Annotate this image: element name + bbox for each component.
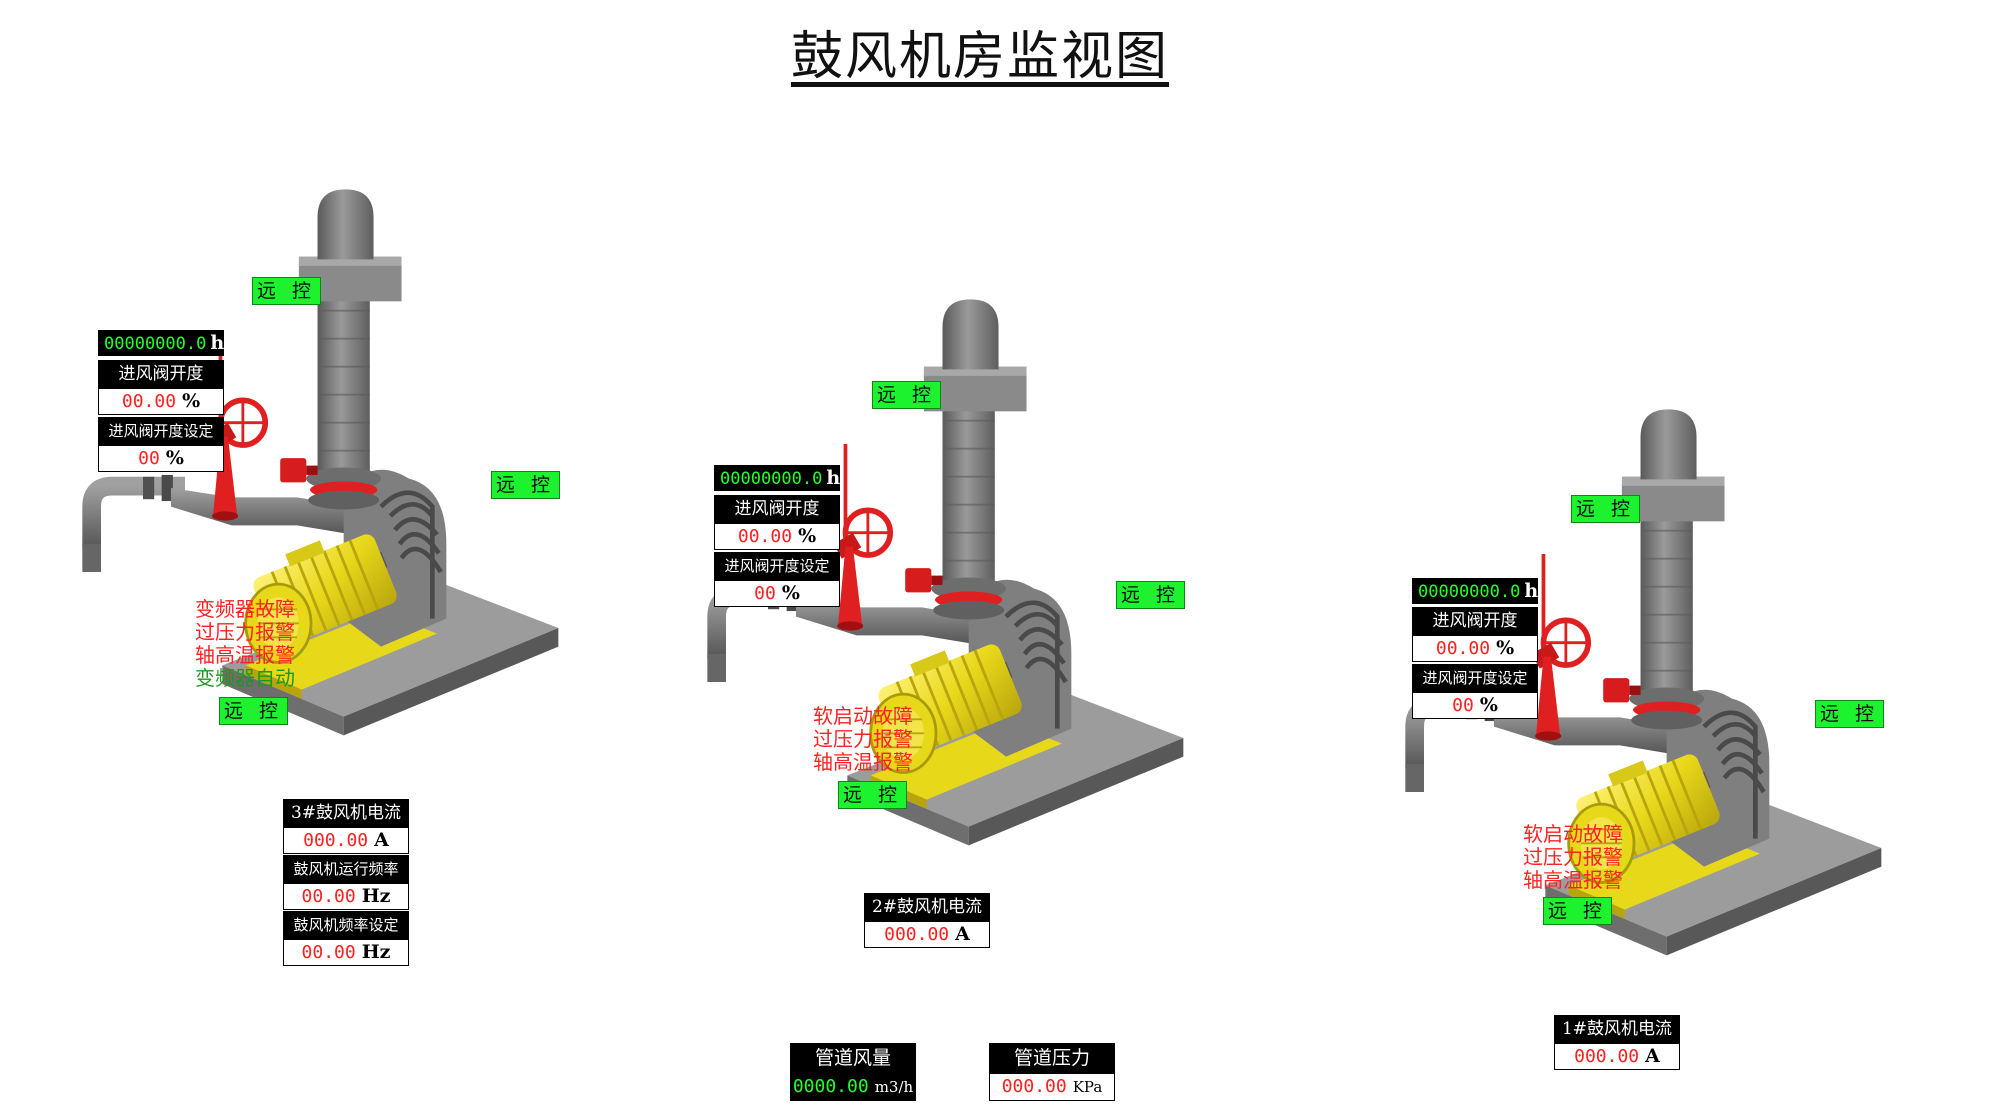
blower-2-valve-setpoint-value[interactable]: 00% bbox=[714, 580, 840, 607]
blower-2-valve-remote-tag: 远 控 bbox=[872, 381, 942, 409]
blower-1-valve-setpoint-panel[interactable]: 进风阀开度设定 00% bbox=[1412, 664, 1538, 719]
blower-3-alarm-item: 轴高温报警 bbox=[195, 643, 295, 667]
blower-3-motor-remote-tag: 远 控 bbox=[219, 697, 289, 725]
blower-1-valve-setpoint-label: 进风阀开度设定 bbox=[1412, 664, 1538, 692]
blower-1-alarm-item: 轴高温报警 bbox=[1523, 868, 1623, 892]
blower-1-valve-opening-label: 进风阀开度 bbox=[1412, 607, 1538, 635]
blower-3-current-label: 3#鼓风机电流 bbox=[283, 799, 409, 827]
blower-3-frequency-setpoint-label: 鼓风机频率设定 bbox=[283, 911, 409, 939]
blower-3-valve-remote-tag: 远 控 bbox=[252, 277, 322, 305]
blower-1-current-label: 1#鼓风机电流 bbox=[1554, 1015, 1680, 1043]
blower-1-alarm-item: 软启动故障 bbox=[1523, 822, 1623, 846]
blower-1-outlet-remote-tag: 远 控 bbox=[1815, 700, 1885, 728]
blower-3-status: 变频器自动 bbox=[195, 666, 295, 690]
blower-2-alarm-list: 软启动故障 过压力报警 轴高温报警 bbox=[813, 705, 913, 774]
blower-2-motor-remote-tag: 远 控 bbox=[838, 781, 908, 809]
blower-3-valve-setpoint-panel[interactable]: 进风阀开度设定 00% bbox=[98, 417, 224, 472]
blower-1-valve-remote-tag: 远 控 bbox=[1571, 495, 1641, 523]
blower-3-alarm-item: 变频器故障 bbox=[195, 597, 295, 621]
blower-2-valve-opening-panel: 进风阀开度 00.00% bbox=[714, 495, 840, 550]
blower-3-valve-opening-value: 00.00% bbox=[98, 388, 224, 415]
blower-3-valve-setpoint-label: 进风阀开度设定 bbox=[98, 417, 224, 445]
blower-2-alarm-item: 轴高温报警 bbox=[813, 750, 913, 774]
blower-1-motor-remote-tag: 远 控 bbox=[1543, 897, 1613, 925]
blower-3-alarm-item: 过压力报警 bbox=[195, 620, 295, 644]
blower-2-valve-opening-label: 进风阀开度 bbox=[714, 495, 840, 523]
blower-2-current-label: 2#鼓风机电流 bbox=[864, 893, 990, 921]
blower-2-outlet-remote-tag: 远 控 bbox=[1116, 581, 1186, 609]
pipe-flow-label: 管道风量 bbox=[790, 1043, 916, 1073]
blower-1-alarm-item: 过压力报警 bbox=[1523, 845, 1623, 869]
blower-1-valve-opening-panel: 进风阀开度 00.00% bbox=[1412, 607, 1538, 662]
blower-3-alarm-list: 变频器故障 过压力报警 轴高温报警 变频器自动 bbox=[195, 598, 295, 690]
pipe-pressure-label: 管道压力 bbox=[989, 1043, 1115, 1073]
blower-3-valve-opening-panel: 进风阀开度 00.00% bbox=[98, 360, 224, 415]
blower-3-valve-setpoint-value[interactable]: 00% bbox=[98, 445, 224, 472]
blower-2-alarm-item: 软启动故障 bbox=[813, 704, 913, 728]
blower-2-valve-setpoint-panel[interactable]: 进风阀开度设定 00% bbox=[714, 552, 840, 607]
blower-3-frequency-label: 鼓风机运行频率 bbox=[283, 855, 409, 883]
blower-3-outlet-remote-tag: 远 控 bbox=[491, 471, 561, 499]
page-title: 鼓风机房监视图 bbox=[790, 27, 1169, 87]
blower-2-alarm-item: 过压力报警 bbox=[813, 727, 913, 751]
blower-1-valve-opening-value: 00.00% bbox=[1412, 635, 1538, 662]
blower-1-alarm-list: 软启动故障 过压力报警 轴高温报警 bbox=[1523, 823, 1623, 892]
blower-2-valve-setpoint-label: 进风阀开度设定 bbox=[714, 552, 840, 580]
blower-1-valve-setpoint-value[interactable]: 00% bbox=[1412, 692, 1538, 719]
blower-3-valve-opening-label: 进风阀开度 bbox=[98, 360, 224, 388]
blower-2-valve-opening-value: 00.00% bbox=[714, 523, 840, 550]
